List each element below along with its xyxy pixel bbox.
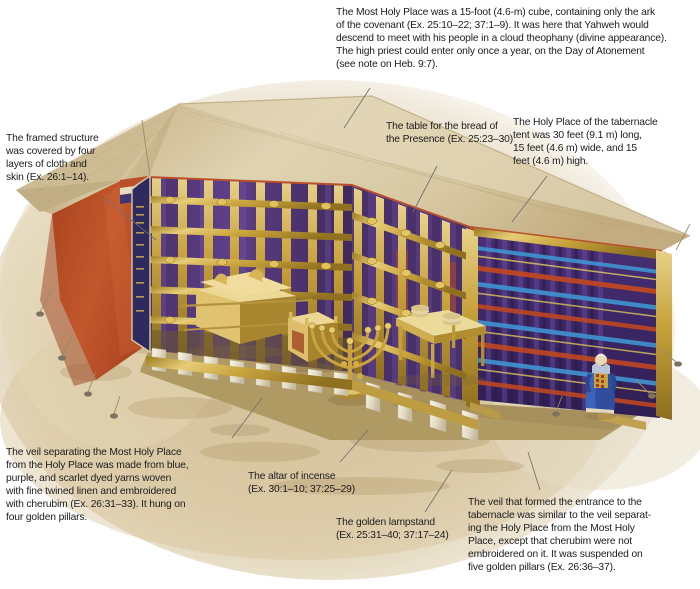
entrance-veil: [478, 232, 660, 418]
veil-base: [470, 402, 500, 420]
caption-altar-of-incense: The altar of incense (Ex. 30:1–10; 37:25…: [248, 471, 356, 495]
table-of-the-presence: [394, 304, 486, 386]
caption-inner-veil: The veil separating the Most Holy Place …: [6, 447, 189, 523]
entrance-gold-pillar: [656, 250, 672, 420]
tent-pegs: [36, 311, 682, 419]
golden-lampstand: [308, 322, 392, 406]
caption-most-holy-place: The Most Holy Place was a 15-foot (4.6-m…: [336, 7, 667, 70]
high-priest: [584, 353, 617, 420]
silver-bases: [146, 347, 479, 443]
corner-gold-post: [466, 228, 480, 412]
tent-pegs-and-ropes: [39, 119, 691, 415]
ark-of-the-covenant: [179, 269, 317, 359]
caption-table-of-bread: The table for the bread of the Presence …: [386, 121, 514, 145]
veil-top-rail: [474, 228, 666, 260]
caption-framed-structure: The framed structure was covered by four…: [6, 133, 99, 183]
veil-base-right: [598, 412, 646, 430]
caption-holy-place: The Holy Place of the tabernacle tent wa…: [513, 117, 658, 167]
caption-golden-lampstand: The golden lampstand (Ex. 25:31–40; 37:1…: [336, 517, 449, 541]
caption-entrance-veil: The veil that formed the entrance to the…: [468, 497, 651, 573]
